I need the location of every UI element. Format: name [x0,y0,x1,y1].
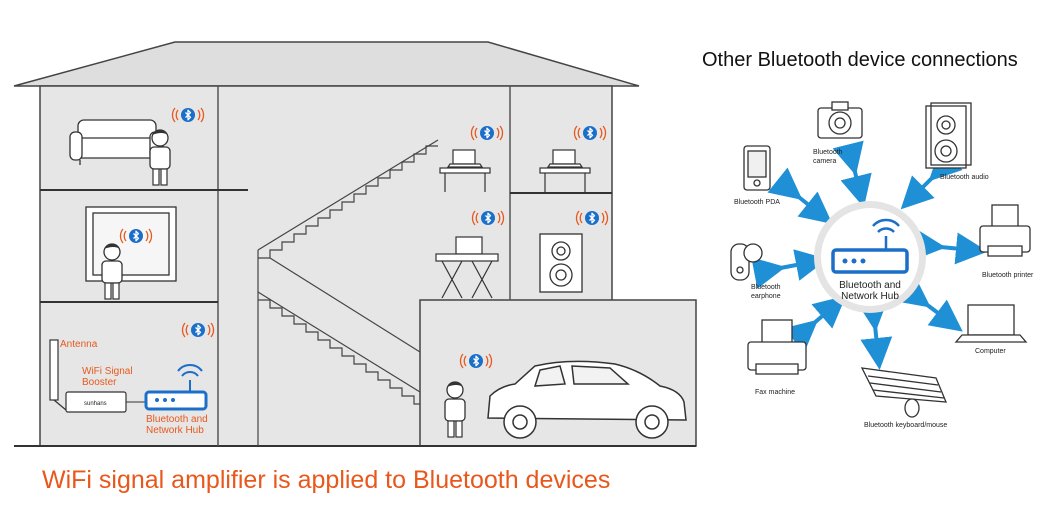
keyboard-mouse-icon [860,367,948,418]
network-hub-line1: Bluetooth and [839,280,901,291]
arrow-icon [856,298,893,370]
printer-icon [979,204,1031,257]
fax-machine-icon [747,319,807,375]
arrow-icon [767,167,833,224]
earphone-label-line2: earphone [751,293,781,300]
house-roof [13,41,640,87]
wifi-router-icon [831,218,909,274]
antenna-label: Antenna [60,339,98,350]
arrow-icon [783,295,847,353]
pda-label: Bluetooth PDA [734,199,780,206]
camera-label-line1: Bluetooth [813,149,843,156]
earphone-label-line1: Bluetooth [751,284,781,291]
computer-label: Computer [975,348,1006,355]
antenna-icon [49,339,67,411]
arrow-icon [912,228,988,265]
house-illustration: Antenna WiFi Signal Booster sunhans Blue… [13,41,697,447]
booster-label-line2: Booster [82,377,117,388]
network-title: Other Bluetooth device connections [702,49,1018,71]
network-hub-line2: Network Hub [841,291,899,302]
arrow-icon [900,147,963,210]
work-desk [435,236,499,299]
staircase [257,139,439,446]
sofa [69,119,164,165]
laptop-icon [954,304,1028,343]
camera-icon [817,101,863,139]
connection-arrows [751,140,988,370]
laptop-desk-1 [439,149,491,192]
hub-label-line1: Bluetooth and [146,414,208,425]
pda-icon [743,145,771,191]
fax-label: Fax machine [755,389,795,396]
audio-label: Bluetooth audio [940,174,989,181]
keyboard-label: Bluetooth keyboard/mouse [864,422,947,429]
printer-label: Bluetooth printer [982,272,1034,279]
earphone-icon [730,243,763,281]
arrow-icon [832,140,872,208]
hub-label-line2: Network Hub [146,425,204,436]
laptop-desk-2 [539,149,591,192]
wifi-router-icon [144,364,208,411]
speaker [539,233,583,293]
wifi-booster-device: sunhans [65,391,146,413]
booster-label-line1: WiFi Signal [82,366,133,377]
window [85,206,177,282]
arrow-icon [751,249,828,289]
car [487,360,687,439]
caption: WiFi signal amplifier is applied to Blue… [42,466,611,494]
bluetooth-network-diagram: Bluetooth and Network Hub Bluetooth came… [730,101,1034,429]
booster-brand: sunhans [84,401,107,407]
audio-speaker-icon [925,102,972,169]
camera-label-line2: camera [813,158,836,165]
arrow-icon [895,275,963,332]
